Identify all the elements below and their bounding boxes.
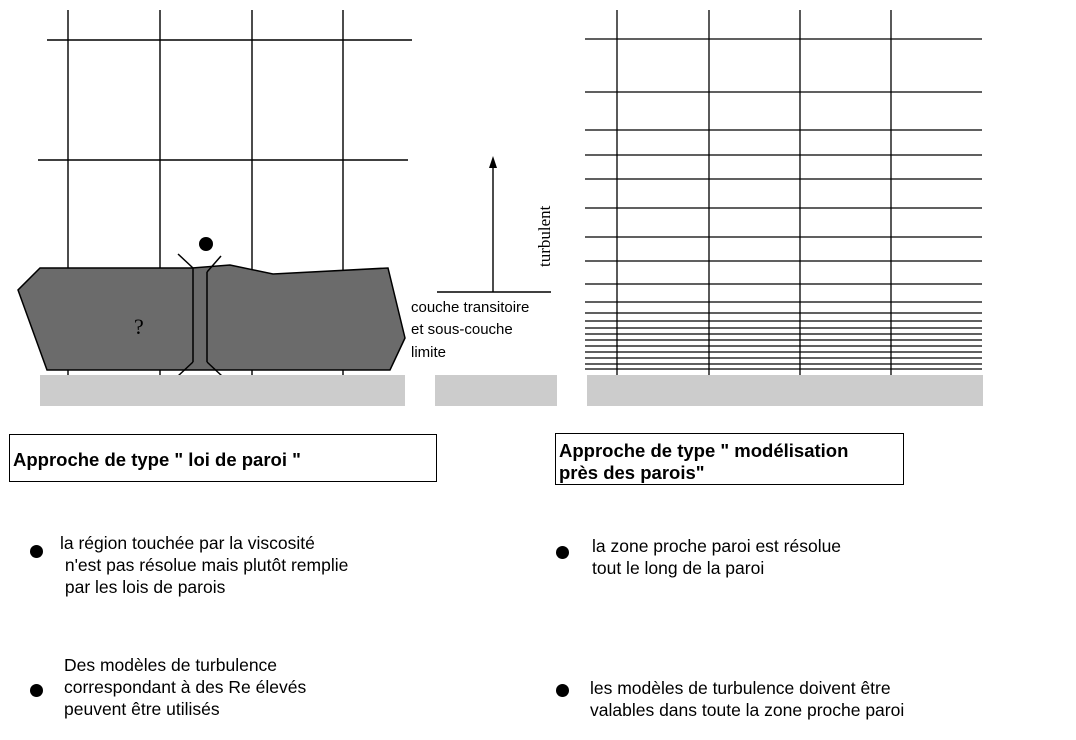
wall xyxy=(435,375,557,406)
bullet-line: Des modèles de turbulence xyxy=(64,655,278,675)
right-panel xyxy=(585,10,983,406)
coarse-mesh-grid xyxy=(38,10,412,375)
wall-function-icon xyxy=(177,253,223,377)
layer-label-line: limite xyxy=(411,344,446,361)
wall-function-approach-title: Approche de type " loi de paroi " xyxy=(9,434,437,482)
question-mark: ? xyxy=(134,314,144,339)
bullet-line: n'est pas résolue mais plutôt remplie xyxy=(60,555,349,575)
bullet-text: Des modèles de turbulence correspondant … xyxy=(64,654,306,720)
arrow-up-icon xyxy=(489,156,497,292)
bullet-line: les modèles de turbulence doivent être xyxy=(590,678,891,698)
bullet-line: par les lois de parois xyxy=(60,577,226,597)
bullet-icon xyxy=(30,684,43,697)
title-text: Approche de type " loi de paroi " xyxy=(13,449,301,470)
svg-text:couche transitoire et so: couche transitoire et sous-couche limite xyxy=(411,299,534,361)
wall xyxy=(40,375,405,406)
dot-icon xyxy=(199,237,213,251)
wall xyxy=(587,375,983,406)
title-line: Approche de type " modélisation xyxy=(559,440,849,461)
layer-label-line: et sous-couche xyxy=(411,321,513,338)
mesh-diagram: ? turbulent couche transitoire et sous-c… xyxy=(17,10,983,406)
fine-mesh-grid xyxy=(585,10,982,375)
title-line: près des parois" xyxy=(559,462,705,483)
bullet-line: la région touchée par la viscosité xyxy=(60,533,315,553)
bullet-text: la zone proche paroi est résolue tout le… xyxy=(592,535,841,579)
near-wall-modelling-approach-title: Approche de type " modélisation près des… xyxy=(555,433,904,485)
middle-panel: turbulent couche transitoire et sous-cou… xyxy=(411,156,557,406)
bullet-line: valables dans toute la zone proche paroi xyxy=(590,700,905,720)
bullet-icon xyxy=(30,545,43,558)
bullet-line: la zone proche paroi est résolue xyxy=(592,536,842,556)
bullet-line: correspondant à des Re élevés xyxy=(64,677,307,697)
left-panel: ? xyxy=(17,10,412,406)
bullet-text: la région touchée par la viscosité n'est… xyxy=(60,532,348,598)
turbulent-label: turbulent xyxy=(535,205,554,267)
unresolved-viscous-region xyxy=(17,264,406,371)
layer-label-line: couche transitoire xyxy=(411,299,529,316)
bullet-text: les modèles de turbulence doivent être v… xyxy=(590,677,904,721)
bullet-icon xyxy=(556,684,569,697)
bullet-line: peuvent être utilisés xyxy=(64,699,220,719)
bullet-icon xyxy=(556,546,569,559)
bullet-line: tout le long de la paroi xyxy=(592,558,765,578)
